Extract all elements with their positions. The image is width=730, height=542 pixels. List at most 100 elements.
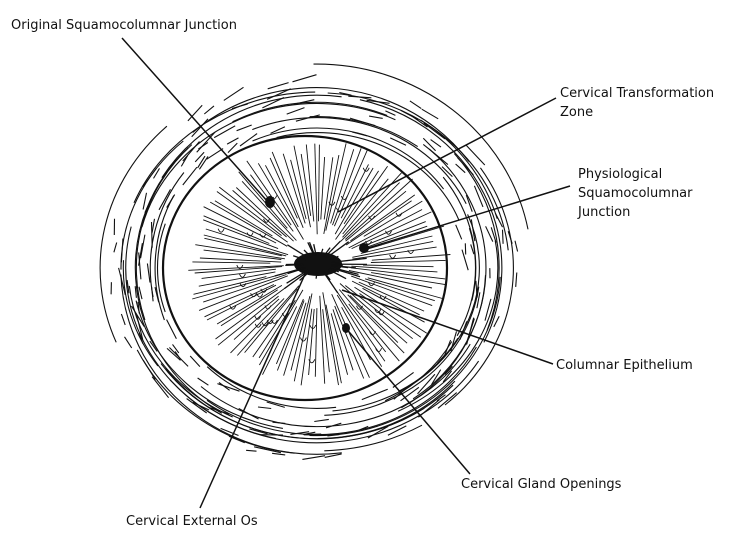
striation	[342, 178, 389, 235]
striation	[241, 180, 297, 241]
striation	[235, 187, 294, 242]
swirl-arc	[99, 125, 168, 343]
striation	[345, 200, 412, 246]
swirl-hatch	[515, 272, 518, 287]
swirl-hatch	[144, 197, 153, 213]
striation	[209, 201, 288, 247]
striation	[205, 228, 289, 256]
swirl-hatch	[186, 398, 208, 414]
striation	[350, 194, 416, 242]
striation	[192, 261, 271, 264]
swirl-hatch	[158, 189, 171, 211]
striation	[340, 164, 369, 219]
striation	[290, 295, 311, 371]
texture-mark	[264, 305, 272, 310]
swirl-hatch	[444, 339, 452, 356]
swirl-hatch	[142, 192, 148, 210]
striation	[351, 211, 432, 250]
swirl-hatch	[120, 238, 124, 263]
leader-physiological-junction	[367, 185, 571, 249]
striation	[305, 144, 315, 222]
striation	[276, 300, 305, 371]
os-ray	[331, 257, 367, 264]
striation	[230, 298, 285, 354]
swirl-hatch	[450, 331, 458, 352]
striation	[300, 153, 312, 216]
texture-mark	[246, 232, 254, 237]
swirl-hatch	[485, 226, 494, 242]
striation	[204, 237, 282, 257]
striation	[325, 143, 347, 231]
swirl-hatch	[153, 168, 160, 179]
striation	[265, 165, 299, 228]
striation	[331, 294, 370, 378]
swirl-hatch	[166, 347, 181, 361]
swirl-hatch	[442, 370, 453, 383]
striation	[300, 308, 313, 386]
striation	[336, 294, 383, 367]
striation	[201, 268, 276, 279]
swirl-hatch	[470, 219, 476, 242]
swirl-hatch	[203, 105, 215, 115]
texture-mark	[261, 322, 269, 327]
texture-mark	[236, 264, 244, 270]
texture-mark	[270, 319, 278, 324]
swirl-hatch	[151, 376, 170, 399]
striation	[192, 273, 283, 300]
swirl-hatch	[327, 434, 340, 437]
os-ray	[322, 271, 339, 294]
os-ray	[319, 248, 324, 256]
swirl-hatch	[295, 114, 320, 122]
swirl-hatch	[358, 425, 369, 431]
texture-mark	[229, 305, 237, 310]
swirl-arc	[309, 116, 419, 148]
striation	[371, 272, 447, 286]
swirl-hatch	[361, 388, 388, 401]
striation	[203, 234, 287, 257]
striation	[293, 145, 311, 228]
striation	[203, 249, 282, 260]
striation	[364, 278, 435, 302]
swirl-hatch	[409, 100, 422, 110]
striation	[320, 156, 326, 220]
striation	[354, 286, 428, 334]
striation	[188, 265, 284, 271]
swirl-hatch	[349, 117, 376, 127]
striation	[271, 151, 304, 228]
striation	[334, 167, 374, 235]
striation	[203, 274, 287, 303]
swirl-hatch	[223, 86, 244, 101]
striation	[232, 190, 287, 238]
striation	[358, 281, 425, 312]
swirl-hatch	[457, 157, 474, 176]
striation	[204, 284, 275, 318]
os-ray	[285, 263, 305, 267]
swirl-hatch	[348, 95, 372, 99]
swirl-hatch	[191, 118, 209, 138]
striation	[206, 284, 277, 321]
striation	[220, 289, 278, 327]
striation	[351, 265, 438, 273]
swirl-hatch	[494, 212, 503, 228]
texture-mark	[375, 348, 383, 353]
striation	[362, 264, 434, 268]
swirl-hatch	[422, 137, 436, 152]
striation	[275, 298, 304, 365]
striation	[198, 271, 276, 287]
swirl-arc	[135, 300, 283, 429]
swirl-arc	[420, 119, 498, 219]
outer-squamous-swirl	[99, 63, 529, 460]
texture-mark	[263, 218, 270, 223]
swirl-hatch	[270, 126, 286, 134]
swirl-arc	[327, 92, 509, 251]
swirl-hatch	[120, 313, 126, 326]
swirl-hatch	[431, 369, 442, 385]
texture-mark	[217, 228, 225, 233]
os-ray	[331, 264, 343, 266]
striation	[371, 254, 451, 261]
swirl-arc	[156, 223, 166, 313]
texture-mark	[256, 293, 264, 298]
swirl-hatch	[366, 99, 390, 104]
swirl-hatch	[131, 305, 145, 327]
texture-mark	[259, 233, 267, 238]
